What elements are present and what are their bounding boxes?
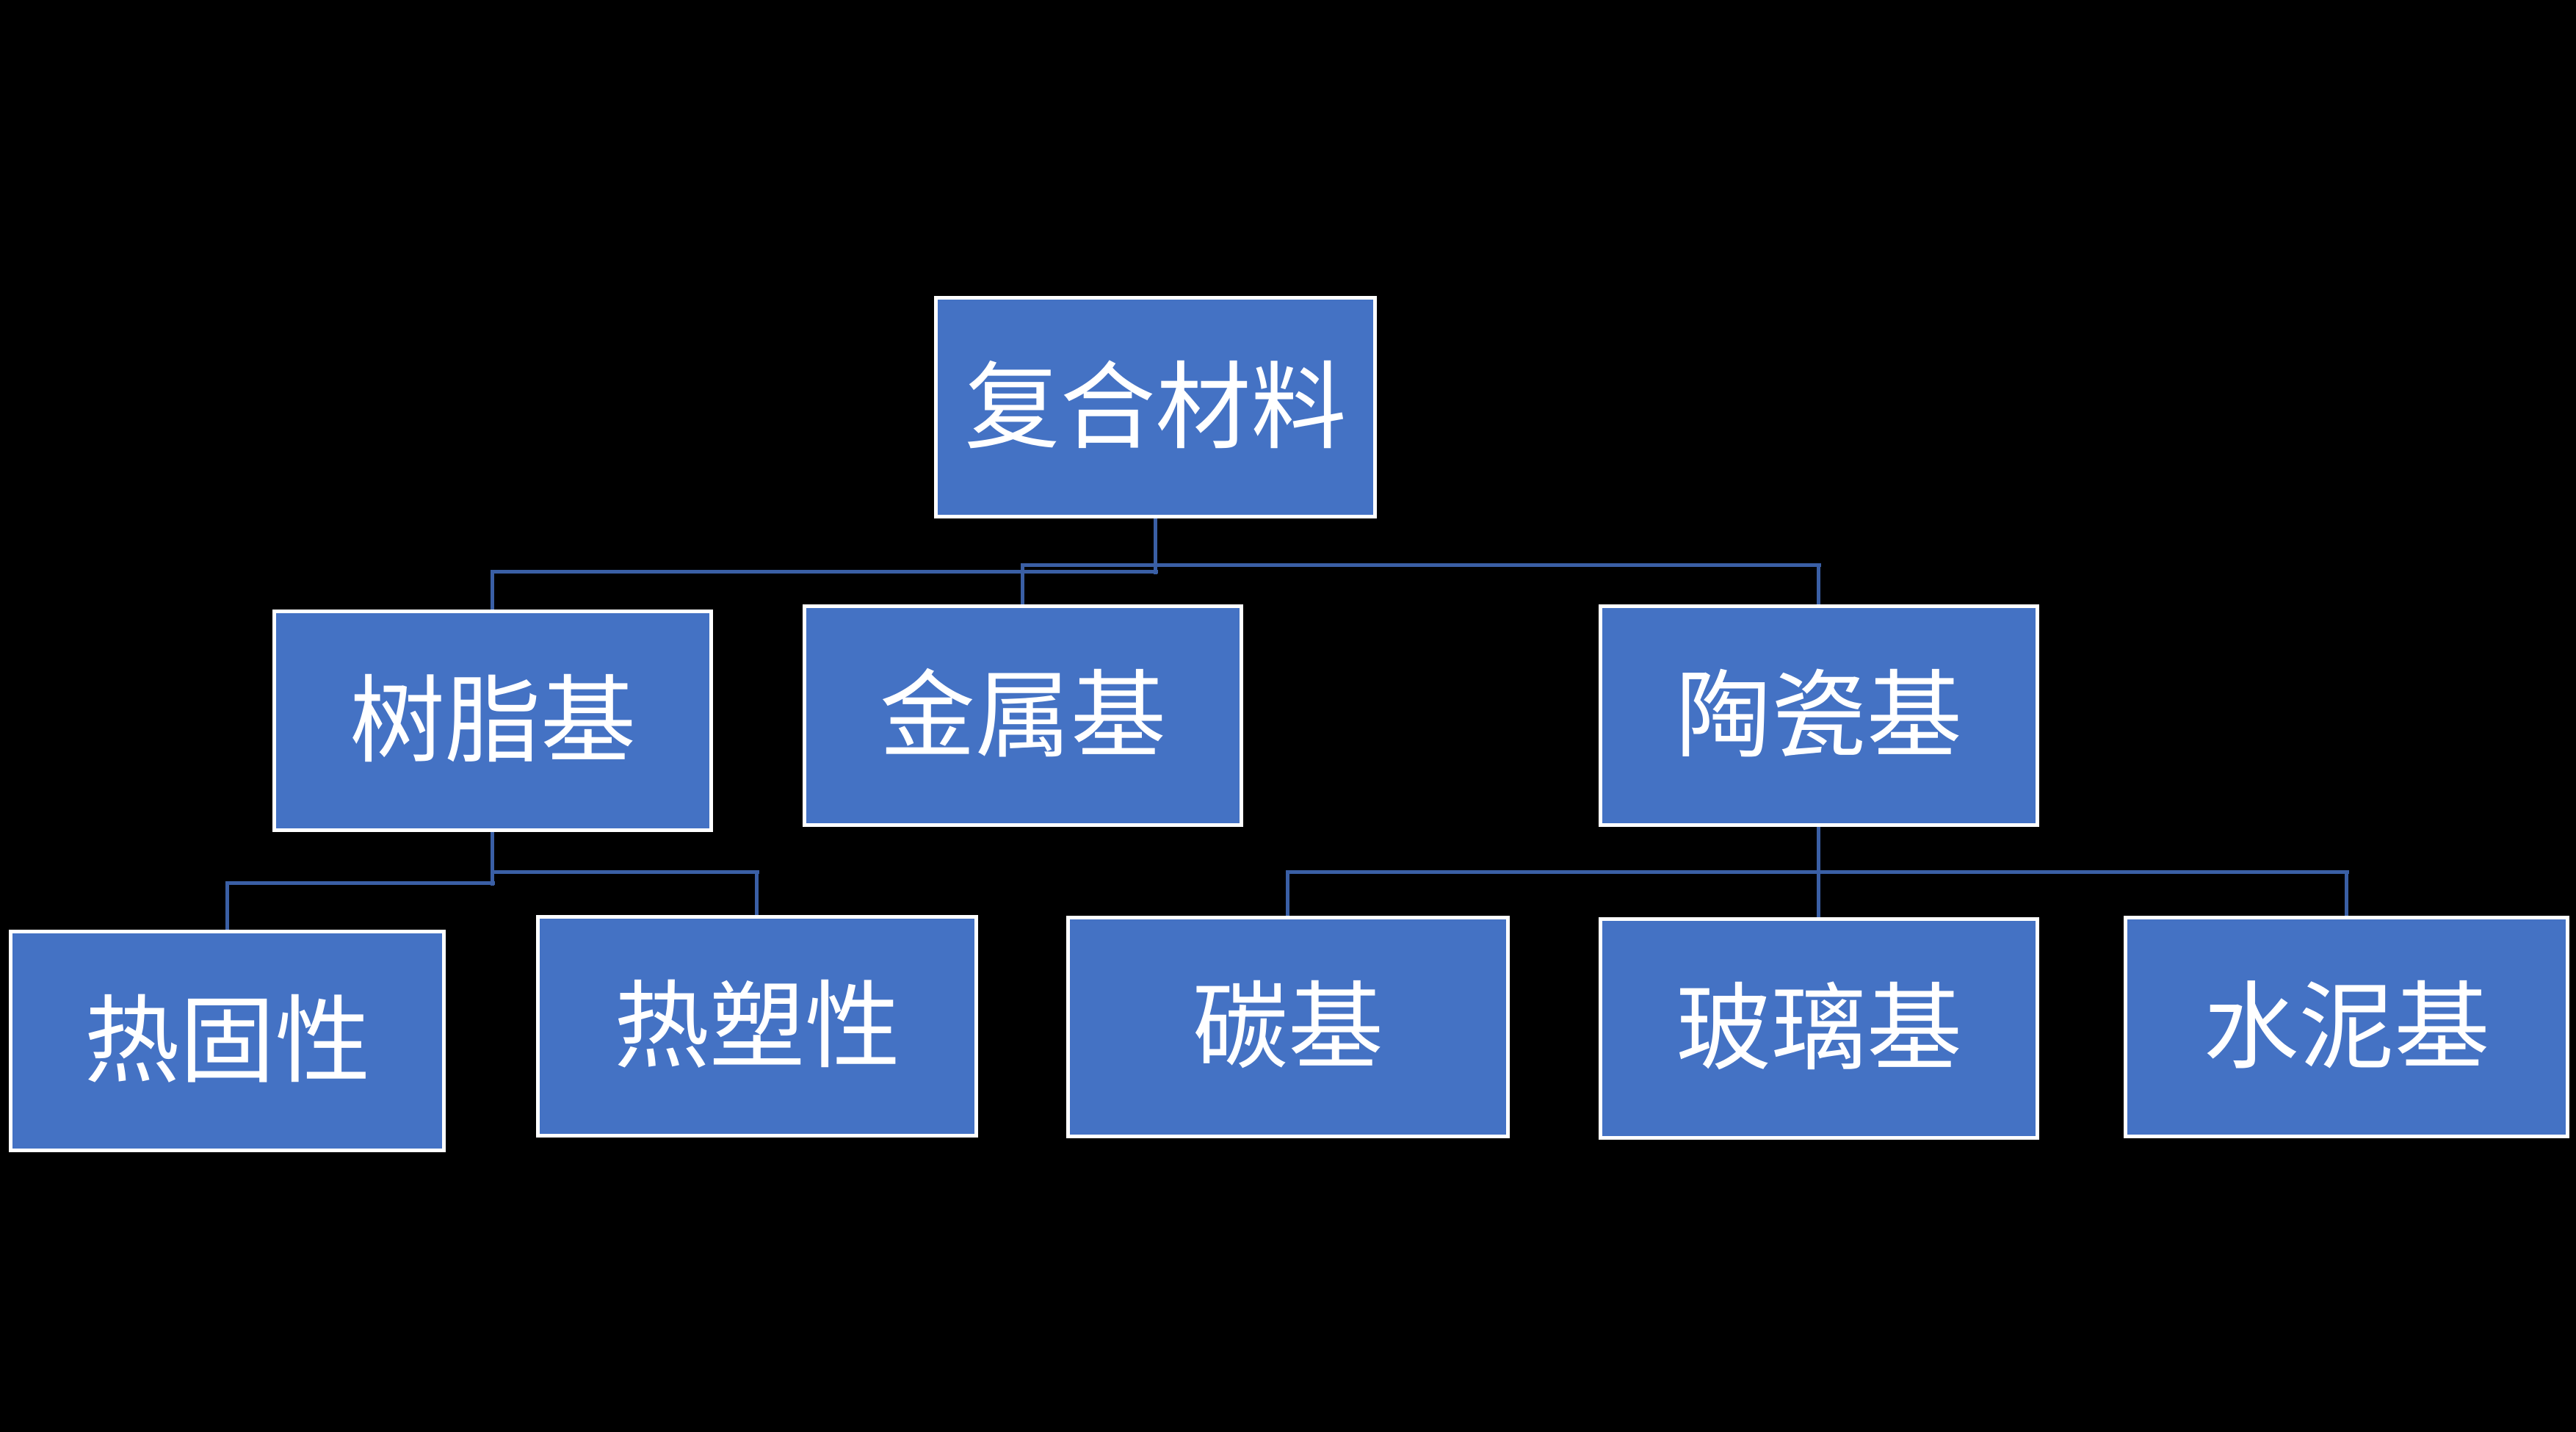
connector-ceramic-stub	[1817, 827, 1820, 872]
node-cement-matrix-label: 水泥基	[2203, 973, 2490, 1081]
node-metal-matrix[interactable]: 金属基	[803, 604, 1243, 827]
connector-drop-ceramic	[1817, 563, 1820, 605]
connector-drop-metal	[1021, 563, 1024, 605]
connector-root-horizontal-left	[491, 570, 1158, 574]
node-carbon-matrix[interactable]: 碳基	[1066, 916, 1510, 1138]
connector-drop-cement	[2345, 870, 2348, 916]
connector-drop-thermoplastic	[755, 870, 759, 916]
node-thermosetting[interactable]: 热固性	[9, 930, 446, 1152]
node-glass-matrix-label: 玻璃基	[1675, 974, 1962, 1082]
connector-resin-horizontal-left	[225, 881, 495, 885]
connector-drop-thermoset	[225, 881, 229, 930]
node-glass-matrix[interactable]: 玻璃基	[1599, 917, 2039, 1140]
node-resin-matrix-label: 树脂基	[349, 667, 636, 775]
connector-drop-glass	[1817, 870, 1820, 919]
connector-resin-horizontal-right	[491, 870, 759, 874]
connector-drop-carbon	[1286, 870, 1289, 916]
node-ceramic-matrix[interactable]: 陶瓷基	[1599, 604, 2039, 827]
node-cement-matrix[interactable]: 水泥基	[2124, 916, 2569, 1138]
node-metal-matrix-label: 金属基	[879, 662, 1166, 770]
node-thermosetting-label: 热固性	[84, 987, 371, 1095]
node-carbon-matrix-label: 碳基	[1192, 973, 1383, 1081]
connector-root-stub	[1154, 518, 1157, 574]
node-resin-matrix[interactable]: 树脂基	[272, 610, 713, 832]
connector-resin-stub	[491, 832, 494, 886]
node-composite-materials[interactable]: 复合材料	[934, 296, 1377, 518]
connector-root-horizontal-right	[1021, 563, 1821, 567]
node-composite-materials-label: 复合材料	[964, 353, 1347, 461]
connector-drop-resin	[491, 570, 494, 612]
node-thermoplastic-label: 热塑性	[613, 972, 900, 1080]
node-ceramic-matrix-label: 陶瓷基	[1675, 662, 1962, 770]
node-thermoplastic[interactable]: 热塑性	[536, 915, 978, 1138]
